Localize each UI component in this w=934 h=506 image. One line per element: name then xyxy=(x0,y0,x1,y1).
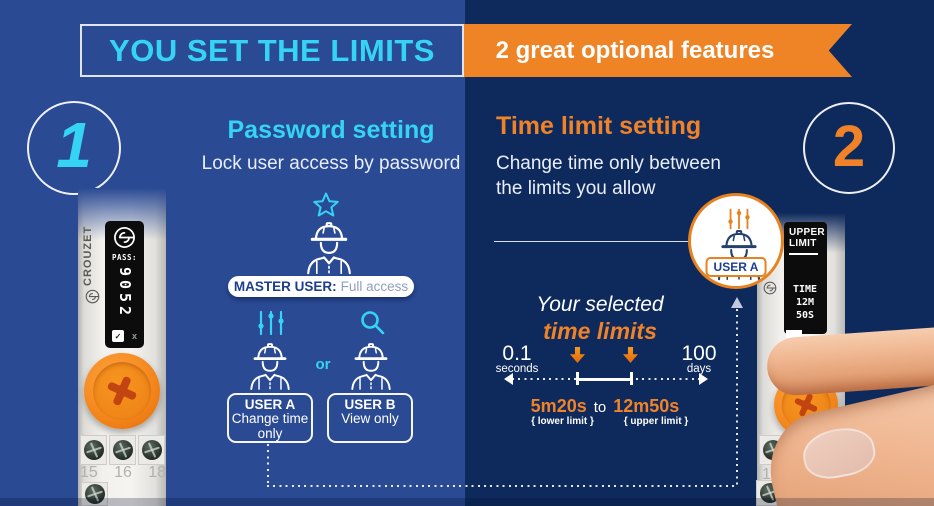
user-a-bubble: USER A xyxy=(688,193,784,289)
display-pass-label: PASS: xyxy=(111,253,138,262)
terminal-label: 16 xyxy=(114,464,132,481)
range-to: to xyxy=(593,399,607,416)
time-limit-title: Time limit setting xyxy=(496,112,702,140)
user-a-desc2: only xyxy=(257,425,283,441)
feature-2-number: 2 xyxy=(832,113,866,179)
range-values: 5m20s to 12m50s xyxy=(520,396,690,417)
display-logo-icon xyxy=(114,227,135,248)
device-left-display: PASS: 9052 ✓ x xyxy=(105,221,144,348)
time-limit-subtitle-2: the limits you allow xyxy=(496,178,656,199)
scale-max-unit: days xyxy=(686,363,712,375)
user-b-name: USER B xyxy=(344,397,396,412)
display-bottom-tab xyxy=(786,330,802,338)
sliders-icon xyxy=(256,310,286,336)
selected-limits-caption: Your selected time limits xyxy=(470,293,730,345)
rotary-knob-left[interactable] xyxy=(84,353,160,429)
terminal-screw xyxy=(109,435,136,465)
display-limit: LIMIT xyxy=(789,238,817,249)
upper-limit-note: { upper limit } xyxy=(623,416,689,427)
user-a-badge: USER A xyxy=(705,257,767,277)
selected-line-2: time limits xyxy=(543,318,657,344)
ribbon-banner: 2 great optional features xyxy=(464,24,852,77)
star-icon xyxy=(313,192,339,217)
feature-1-circle: 1 xyxy=(27,101,121,195)
password-section-header: Password setting Lock user access by pas… xyxy=(191,116,471,175)
master-user-label: MASTER USER: xyxy=(233,279,337,294)
user-a-icon xyxy=(244,340,296,391)
scale-min-value: 0.1 xyxy=(502,342,532,365)
connector-dotted-h xyxy=(267,485,737,487)
scale-max: 100 days xyxy=(674,342,724,375)
user-b-desc: View only xyxy=(341,411,399,426)
terminal-screw xyxy=(138,435,165,465)
display-underline xyxy=(789,253,818,255)
password-subtitle: Lock user access by password xyxy=(201,153,461,174)
time-limit-header: Time limit setting Change time only betw… xyxy=(496,112,721,201)
upper-limit-tick xyxy=(630,372,633,385)
terminal-labels: 15 16 18 xyxy=(80,464,166,482)
user-b-icon xyxy=(345,340,397,391)
scale-min-unit: seconds xyxy=(495,363,539,375)
brand-label: CROUZET xyxy=(82,225,94,286)
connector-up-arrow-icon xyxy=(731,297,743,308)
master-user-icon xyxy=(300,219,358,275)
upper-limit-value: 12m50s xyxy=(613,396,680,416)
timeline-left-arrow-icon xyxy=(504,373,513,385)
time-limit-subtitle: Change time only between the limits you … xyxy=(496,151,721,201)
selected-range-segment xyxy=(577,378,632,381)
device-right-display: UPPER LIMIT TIME 12M 50S xyxy=(784,222,827,334)
user-a-box: USER A Change time only xyxy=(227,393,313,443)
user-b-box: USER B View only xyxy=(327,393,413,443)
timeline-right-arrow-icon xyxy=(699,373,708,385)
terminal-label: 18 xyxy=(148,464,166,481)
lower-limit-value: 5m20s xyxy=(530,396,587,416)
index-finger xyxy=(765,326,934,398)
connector-dotted-v2 xyxy=(736,309,738,486)
terminal-label: 15 xyxy=(80,464,98,481)
display-time-seconds: 50S xyxy=(795,309,815,321)
master-user-pill: MASTER USER: Full access xyxy=(228,276,414,297)
password-title: Password setting xyxy=(227,116,435,144)
scale-min: 0.1 seconds xyxy=(492,342,542,375)
scale-max-value: 100 xyxy=(681,342,717,365)
user-a-name: USER A xyxy=(244,397,296,412)
divider-line xyxy=(494,241,690,242)
display-time-minutes: 12M xyxy=(795,296,815,308)
selected-line-1: Your selected xyxy=(536,293,664,316)
feature-1-number: 1 xyxy=(56,109,92,181)
lower-limit-note: { lower limit } xyxy=(531,416,594,427)
title-banner: YOU SET THE LIMITS xyxy=(80,24,464,77)
display-pass-value: 9052 xyxy=(115,266,134,320)
master-user-access: Full access xyxy=(340,279,409,294)
time-limit-subtitle-1: Change time only between xyxy=(496,153,721,174)
feature-2-circle: 2 xyxy=(803,102,895,194)
brand-logo-icon xyxy=(85,289,100,304)
or-label: or xyxy=(315,356,331,373)
ribbon-text: 2 great optional features xyxy=(495,36,775,64)
user-a-desc: Change time xyxy=(231,411,309,426)
brand-logo-icon-right xyxy=(763,281,777,295)
display-upper: UPPER xyxy=(789,227,825,238)
check-icon: ✓ xyxy=(111,330,124,342)
display-time-label: TIME xyxy=(792,283,818,295)
connector-dotted-v1 xyxy=(267,444,269,486)
x-icon: x xyxy=(131,331,137,341)
terminal-screw xyxy=(80,435,107,465)
lower-limit-tick xyxy=(576,372,579,385)
bottom-shade xyxy=(0,498,934,506)
page-title: YOU SET THE LIMITS xyxy=(109,32,435,68)
magnifier-icon xyxy=(360,310,386,336)
